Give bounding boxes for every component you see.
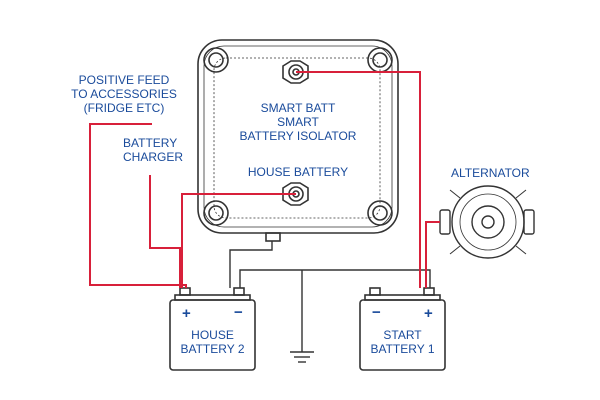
house-battery-2-line-1: HOUSE (191, 328, 234, 342)
positive-feed-line-2: TO ACCESSORIES (71, 87, 177, 101)
positive-wiring (89, 71, 440, 288)
positive-feed-label: POSITIVE FEED TO ACCESSORIES (FRIDGE ETC… (64, 73, 184, 115)
house-battery-2-line-2: BATTERY 2 (180, 342, 245, 356)
battery-charger-line-1: BATTERY (123, 136, 178, 150)
start-battery-1-line-2: BATTERY 1 (370, 342, 435, 356)
negative-wiring (229, 241, 431, 363)
house-battery-label: HOUSE BATTERY (247, 165, 349, 179)
alternator (439, 185, 535, 259)
positive-feed-line-1: POSITIVE FEED (78, 73, 170, 87)
battery-isolator (197, 39, 399, 242)
battery-charger-line-2: CHARGER (123, 150, 184, 164)
start-battery-1 (359, 287, 446, 371)
start-battery-1-line-1: START (383, 328, 422, 342)
start-battery-1-label: START BATTERY 1 (360, 328, 445, 356)
isolator-line-2: SMART (277, 115, 319, 129)
positive-feed-line-3: (FRIDGE ETC) (83, 101, 165, 115)
house-battery-2-label: HOUSE BATTERY 2 (170, 328, 255, 356)
isolator-line-1: SMART BATT (260, 101, 336, 115)
alternator-label: ALTERNATOR (451, 166, 530, 180)
isolator-line-3: BATTERY ISOLATOR (239, 129, 357, 143)
battery-charger-label: BATTERY CHARGER (123, 136, 183, 164)
house-battery-2-minus: − (234, 304, 243, 321)
start-battery-1-minus: − (372, 304, 381, 321)
isolator-label: SMART BATT SMART BATTERY ISOLATOR (238, 101, 358, 143)
house-battery-2-plus: + (182, 305, 191, 322)
start-battery-1-plus: + (424, 305, 433, 322)
